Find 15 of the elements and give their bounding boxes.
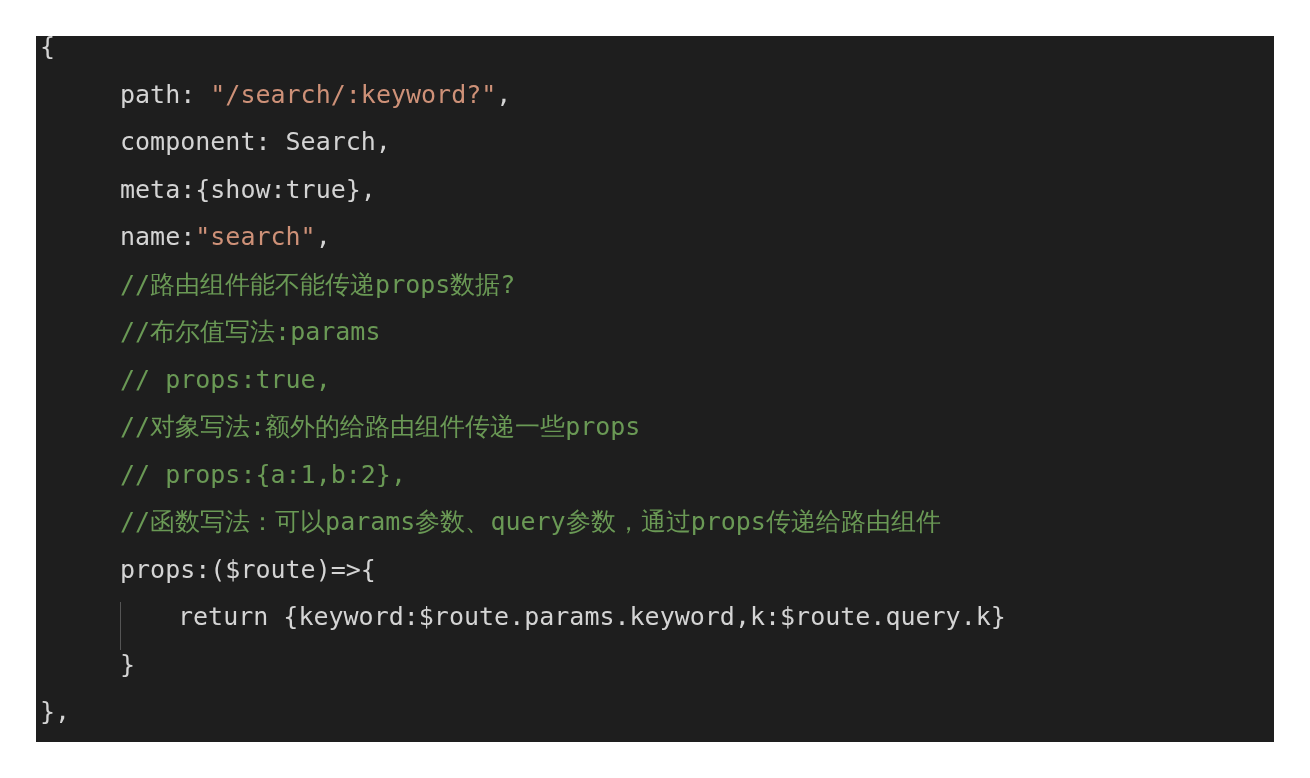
code-comment: // props:true, — [120, 363, 331, 396]
code-line: props:($route)=>{ — [120, 553, 376, 586]
code-line: name:"search", — [120, 221, 331, 253]
code-line: meta:{show:true}, — [120, 173, 376, 206]
code-line: { — [40, 36, 56, 63]
code-line: } — [120, 648, 136, 681]
code-comment: //函数写法：可以params参数、query参数，通过props传递给路由组件 — [120, 506, 941, 538]
code-comment: //路由组件能不能传递props数据? — [120, 268, 516, 301]
code-comment: //对象写法:额外的给路由组件传递一些props — [120, 411, 641, 443]
code-line: component: Search, — [120, 126, 391, 158]
code-comment: // props:{a:1,b:2}, — [120, 458, 406, 491]
code-line: return {keyword:$route.params.keyword,k:$route.query.k} — [178, 601, 1006, 633]
code-comment: //布尔值写法:params — [120, 316, 381, 348]
code-line: path: "/search/:keyword?", — [120, 78, 512, 111]
code-line: }, — [40, 696, 71, 728]
